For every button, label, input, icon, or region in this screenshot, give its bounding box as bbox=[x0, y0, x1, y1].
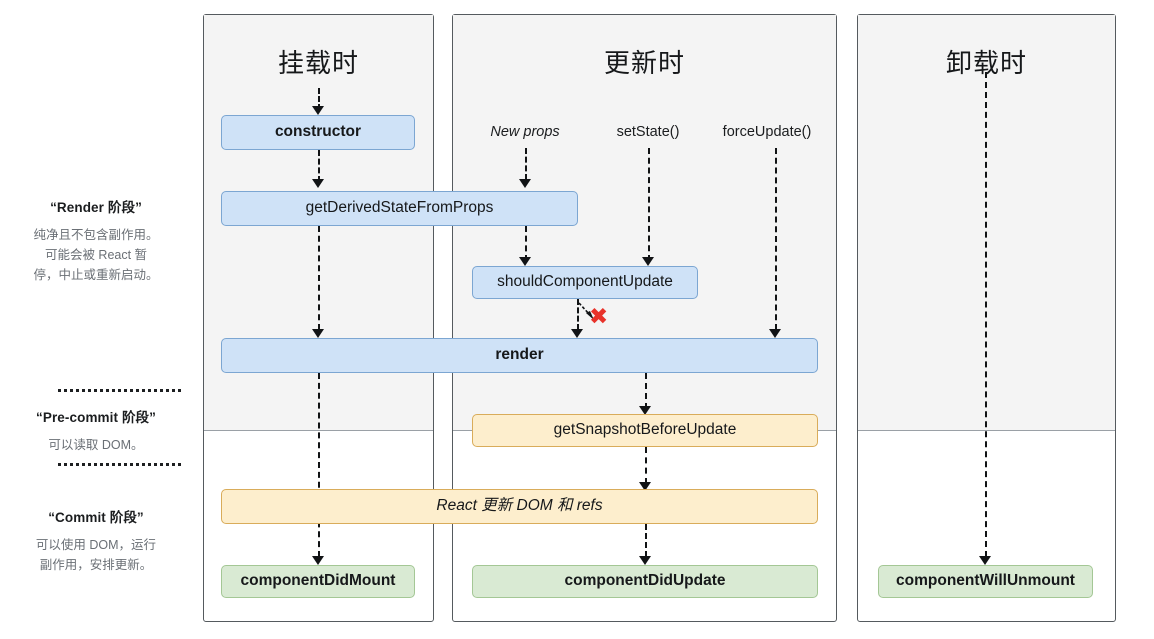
legend-line: 可能会被 React 暂 bbox=[44, 247, 148, 262]
node-component-will-unmount[interactable]: componentWillUnmount bbox=[878, 565, 1093, 598]
arrowhead-to-constructor bbox=[312, 106, 324, 115]
connector-render-to-gsbu bbox=[645, 373, 647, 409]
phase-legend-pre-commit-title: “Pre-commit 阶段” bbox=[35, 410, 157, 425]
phase-legend-render: “Render 阶段” 纯净且不包含副作用。 可能会被 React 暂 停，中止… bbox=[3, 198, 189, 285]
node-should-component-update[interactable]: shouldComponentUpdate bbox=[472, 266, 698, 299]
node-constructor[interactable]: constructor bbox=[221, 115, 415, 150]
arrowhead-to-render-from-force-update bbox=[769, 329, 781, 338]
trigger-force-update: forceUpdate() bbox=[722, 124, 812, 140]
legend-line: 停，中止或重新启动。 bbox=[33, 268, 159, 283]
arrowhead-to-render-mount bbox=[312, 329, 324, 338]
connector-render-to-did-mount bbox=[318, 373, 320, 557]
arrowhead-to-dom-update bbox=[639, 482, 651, 491]
connector-set-state bbox=[648, 148, 650, 261]
bailout-arrow-icon bbox=[578, 302, 594, 320]
arrowhead-to-scu-from-set-state bbox=[642, 257, 654, 266]
connector-new-props bbox=[525, 148, 527, 180]
trigger-new-props: New props bbox=[490, 124, 560, 140]
arrowhead-to-scu-from-gdsfp bbox=[519, 257, 531, 266]
legend-line: 可以使用 DOM，运行 bbox=[35, 537, 157, 552]
arrowhead-to-gdsfp-mount bbox=[312, 179, 324, 188]
trigger-set-state: setState() bbox=[616, 124, 680, 140]
legend-divider-top bbox=[58, 389, 181, 392]
connector-force-update bbox=[775, 148, 777, 330]
phase-legend-pre-commit: “Pre-commit 阶段” 可以读取 DOM。 bbox=[3, 408, 189, 455]
mount-column-title: 挂载时 bbox=[277, 49, 359, 79]
node-component-did-update[interactable]: componentDidUpdate bbox=[472, 565, 818, 598]
phase-legend-commit: “Commit 阶段” 可以使用 DOM，运行 副作用，安排更新。 bbox=[3, 508, 189, 575]
arrowhead-to-render-from-scu bbox=[571, 329, 583, 338]
arrowhead-to-gsbu bbox=[639, 406, 651, 415]
node-react-updates-dom-and-refs[interactable]: React 更新 DOM 和 refs bbox=[221, 489, 818, 524]
phase-legend-commit-body: 可以使用 DOM，运行 副作用，安排更新。 bbox=[3, 535, 189, 576]
arrowhead-to-gdsfp-update bbox=[519, 179, 531, 188]
connector-dom-update-to-did-update bbox=[645, 524, 647, 557]
node-render[interactable]: render bbox=[221, 338, 818, 373]
phase-legend-pre-commit-body: 可以读取 DOM。 bbox=[3, 435, 189, 455]
node-get-derived-state-from-props[interactable]: getDerivedStateFromProps bbox=[221, 191, 578, 226]
arrowhead-to-component-will-unmount bbox=[979, 556, 991, 565]
connector-gdsfp-to-scu bbox=[525, 226, 527, 261]
arrowhead-to-component-did-update bbox=[639, 556, 651, 565]
connector-gsbu-to-dom-update bbox=[645, 447, 647, 484]
legend-line: 可以读取 DOM。 bbox=[48, 437, 144, 452]
phase-legend-render-body: 纯净且不包含副作用。 可能会被 React 暂 停，中止或重新启动。 bbox=[3, 225, 189, 286]
connector-mount-start bbox=[318, 88, 320, 110]
connector-constructor-to-gdsfp bbox=[318, 150, 320, 182]
phase-legend-commit-title: “Commit 阶段” bbox=[48, 510, 144, 525]
legend-line: 副作用，安排更新。 bbox=[39, 557, 153, 572]
connector-unmount bbox=[985, 72, 987, 557]
update-column-title: 更新时 bbox=[603, 49, 685, 79]
connector-gdsfp-to-render-mount bbox=[318, 226, 320, 330]
legend-line: 纯净且不包含副作用。 bbox=[33, 227, 159, 242]
bailout-x-icon: ✖ bbox=[589, 304, 609, 330]
connector-scu-to-render bbox=[577, 299, 579, 330]
phase-legend-render-title: “Render 阶段” bbox=[50, 200, 142, 215]
arrowhead-to-component-did-mount bbox=[312, 556, 324, 565]
node-get-snapshot-before-update[interactable]: getSnapshotBeforeUpdate bbox=[472, 414, 818, 447]
legend-divider-bottom bbox=[58, 463, 181, 466]
node-component-did-mount[interactable]: componentDidMount bbox=[221, 565, 415, 598]
